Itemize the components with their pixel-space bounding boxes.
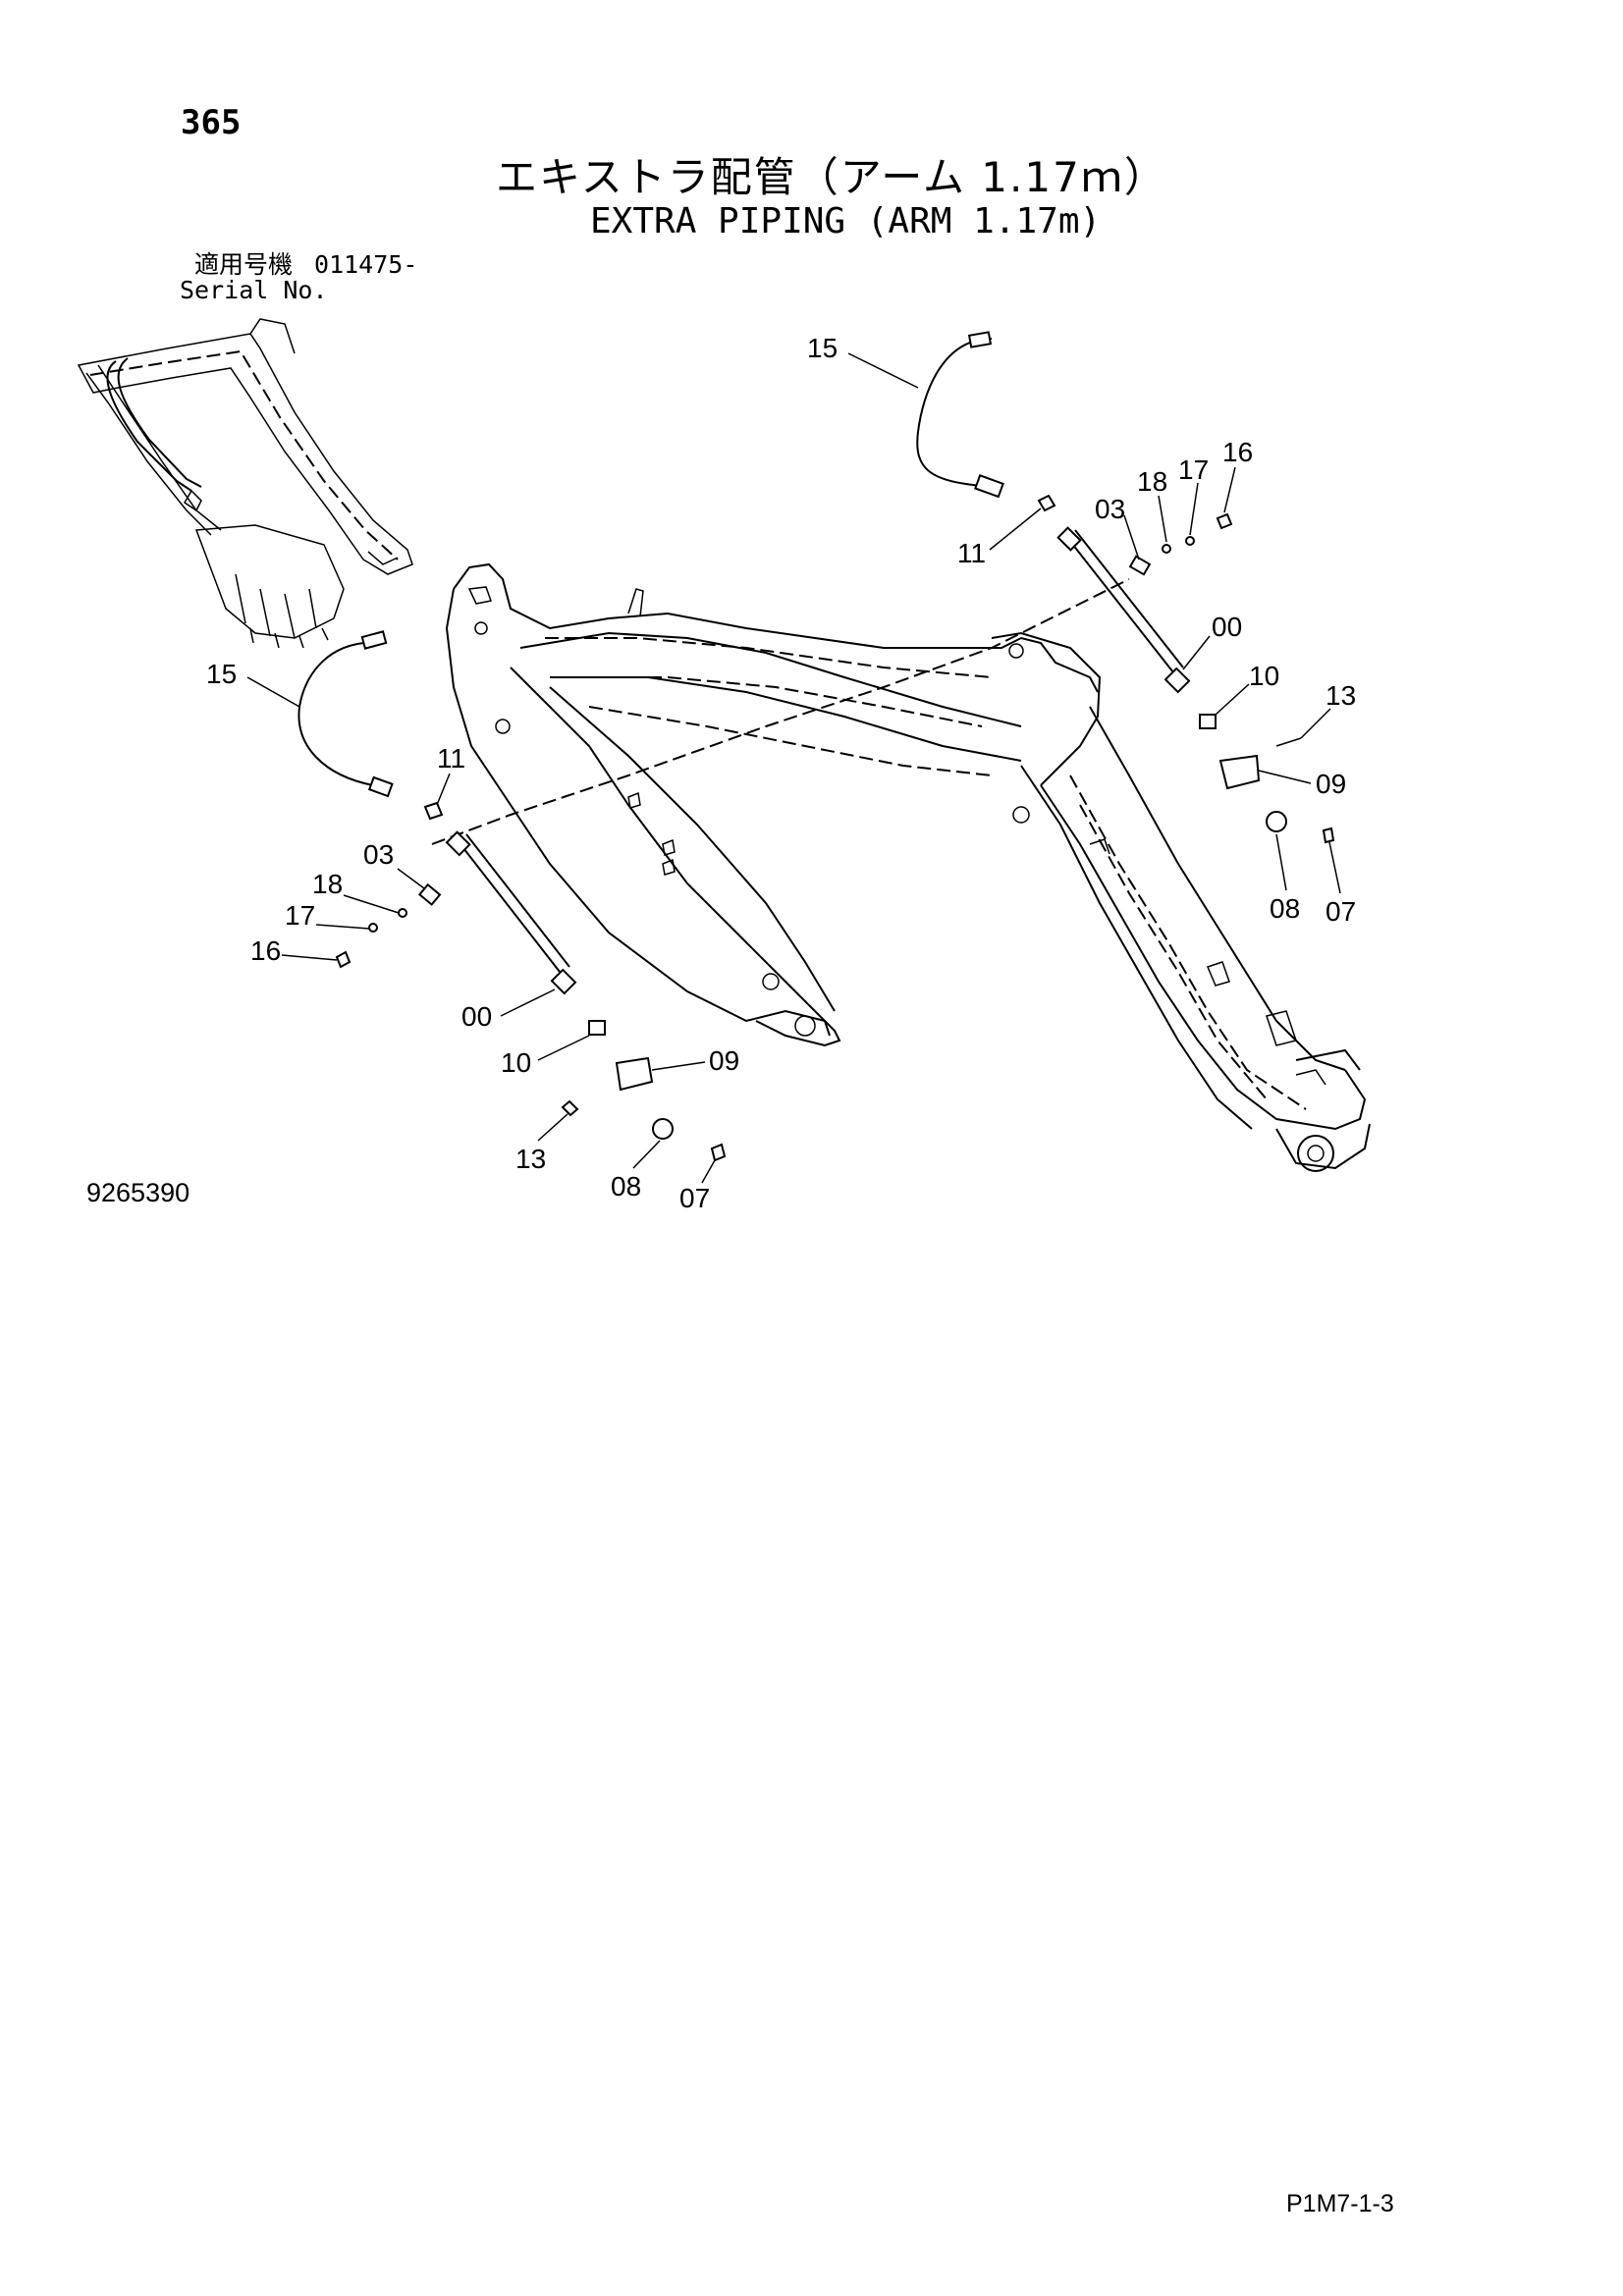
leader-left-08 <box>632 1140 661 1169</box>
leader-right-09 <box>1258 770 1312 784</box>
leader-right-17 <box>1189 482 1199 536</box>
leader-right-18 <box>1158 495 1167 543</box>
callout-right-13: 13 <box>1325 680 1356 711</box>
page-number: 365 <box>181 103 242 142</box>
leader-left-18 <box>343 894 400 914</box>
right-hose-assembly <box>916 331 1335 844</box>
leader-right-16 <box>1223 466 1236 513</box>
callout-left-18: 18 <box>312 869 343 899</box>
main-arm-drawing <box>431 562 1371 1172</box>
leader-left-15 <box>246 676 300 708</box>
page-title-japanese: エキストラ配管（アーム 1.17ｍ） <box>496 153 1167 201</box>
callout-left-10: 10 <box>501 1047 531 1078</box>
left-callouts: 15 11 03 18 17 16 00 10 09 13 08 07 <box>206 659 739 1213</box>
serial-number-value: 011475- <box>314 250 418 279</box>
leader-left-16 <box>281 954 338 961</box>
right-callouts: 15 11 03 18 17 16 00 10 13 09 08 07 <box>807 333 1356 927</box>
callout-left-11: 11 <box>437 743 465 774</box>
callout-right-15: 15 <box>807 333 838 363</box>
leader-right-10 <box>1215 683 1250 716</box>
leader-right-00 <box>1182 635 1211 670</box>
leader-right-11 <box>989 507 1042 551</box>
serial-number-line: 適用号機 011475- <box>194 252 417 277</box>
leader-left-10 <box>537 1035 590 1061</box>
callout-left-09: 09 <box>709 1045 739 1076</box>
leader-left-13 <box>537 1113 568 1142</box>
leader-left-17 <box>315 924 370 930</box>
serial-label-english: Serial No. <box>180 276 328 304</box>
callout-right-00: 00 <box>1212 612 1242 642</box>
serial-label-japanese: 適用号機 <box>194 250 294 279</box>
leader-left-03 <box>397 868 425 889</box>
leader-right-13 <box>1300 708 1331 739</box>
callout-right-18: 18 <box>1137 466 1167 497</box>
callout-left-17: 17 <box>285 900 315 931</box>
leader-left-00 <box>500 988 556 1017</box>
callout-right-11: 11 <box>957 538 986 568</box>
leader-right-15 <box>847 352 919 389</box>
callout-right-16: 16 <box>1222 437 1253 467</box>
callout-left-13: 13 <box>515 1144 546 1174</box>
callout-left-07: 07 <box>679 1183 710 1213</box>
callout-left-15: 15 <box>206 659 237 689</box>
callout-left-08: 08 <box>611 1171 641 1201</box>
callout-right-10: 10 <box>1249 661 1279 691</box>
leader-right-08 <box>1275 833 1287 891</box>
callout-left-00: 00 <box>461 1001 492 1032</box>
leader-right-03 <box>1123 514 1140 561</box>
callout-left-16: 16 <box>250 935 281 966</box>
page-code: P1M7-1-3 <box>1286 2190 1394 2217</box>
callout-right-03: 03 <box>1095 494 1125 524</box>
callout-right-07: 07 <box>1325 896 1356 927</box>
leader-left-07 <box>701 1159 716 1184</box>
callout-left-03: 03 <box>363 839 394 870</box>
callout-right-09: 09 <box>1316 769 1346 799</box>
callout-right-08: 08 <box>1270 893 1300 924</box>
drawing-number: 9265390 <box>86 1178 190 1207</box>
leader-left-09 <box>651 1061 706 1071</box>
left-hose-assembly <box>298 630 727 1162</box>
leader-left-11 <box>436 773 451 806</box>
callout-right-17: 17 <box>1178 454 1209 485</box>
page-title-english: EXTRA PIPING (ARM 1.17m) <box>590 201 1102 241</box>
inset-arm-bucket-view <box>77 318 413 649</box>
leader-right-07 <box>1328 841 1341 894</box>
